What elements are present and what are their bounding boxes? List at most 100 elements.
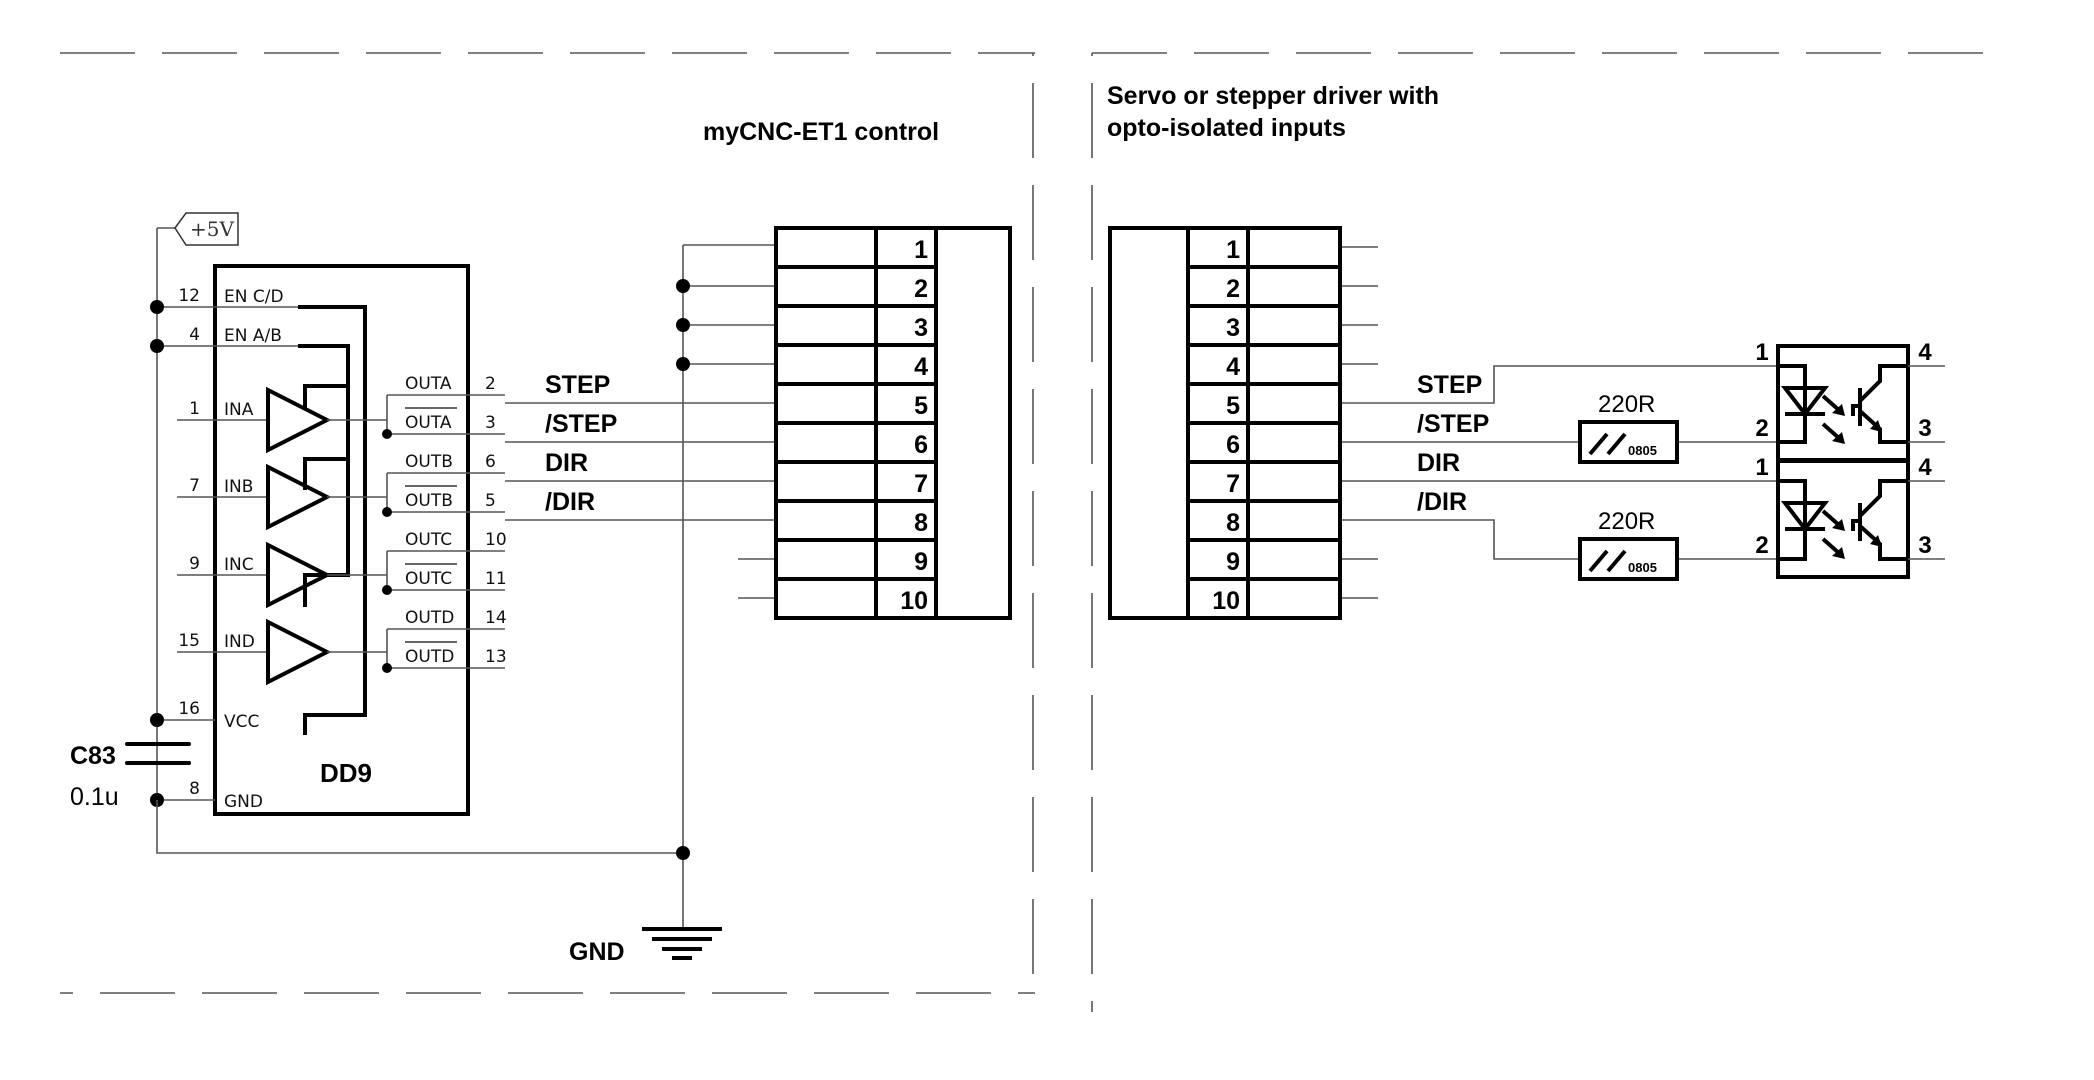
led-wire xyxy=(1778,479,1807,561)
emitter-wire xyxy=(1858,409,1908,444)
connector-pin-number: 3 xyxy=(914,314,928,342)
ic-pin-left: 4 EN A/B xyxy=(150,325,298,353)
pin-number: 4 xyxy=(189,325,200,345)
pin-number: 9 xyxy=(189,554,200,574)
ground-symbol-icon xyxy=(642,927,722,960)
pin-number: 14 xyxy=(485,608,507,628)
resistor-slash-icon xyxy=(1588,549,1609,573)
connector-pin-number: 10 xyxy=(900,587,928,615)
pin-name: INA xyxy=(224,400,254,420)
resistor-slash-icon xyxy=(1588,432,1609,456)
signal-label-left: DIR xyxy=(545,449,588,477)
connector-pin-number: 2 xyxy=(1226,275,1240,303)
ic-pin-left: 15 IND xyxy=(177,631,268,653)
resistor-220r: 220R 0805 xyxy=(1578,391,1679,464)
opto-pin-number: 4 xyxy=(1918,454,1932,481)
led-wire xyxy=(1778,364,1807,444)
ic-buffers xyxy=(266,305,468,735)
power-rail-5v: +5V xyxy=(156,212,239,800)
pin-name: VCC xyxy=(224,712,259,732)
pin-name: EN C/D xyxy=(224,287,284,307)
pin-number: 12 xyxy=(178,286,200,306)
driver-title-line2: opto-isolated inputs xyxy=(1107,114,1346,142)
connector-pin-number: 10 xyxy=(1212,587,1240,615)
resistor-package: 0805 xyxy=(1628,443,1657,458)
connector-pin-number: 9 xyxy=(1226,548,1240,576)
pin-number: 2 xyxy=(485,374,496,394)
connector-pin-number: 8 xyxy=(914,509,928,537)
connector-pin-number: 6 xyxy=(914,431,928,459)
transistor-base-hook xyxy=(1851,519,1860,531)
pin-number: 5 xyxy=(485,491,496,511)
pin-name: OUTA xyxy=(405,374,452,394)
emitter-wire xyxy=(1858,524,1908,561)
connector-pin-number: 1 xyxy=(914,236,928,264)
connector-pin-number: 4 xyxy=(914,353,928,381)
pin-number: 8 xyxy=(189,779,200,799)
emitter-arrow-icon xyxy=(1870,535,1882,547)
frame-right-section xyxy=(1091,52,2000,1012)
pin-name: OUTB xyxy=(405,491,453,511)
pin-name: EN A/B xyxy=(224,326,282,346)
capacitor-ref: C83 xyxy=(70,742,116,770)
transistor-base-hook xyxy=(1851,404,1860,416)
junction-dot xyxy=(676,318,690,332)
ndir-wire xyxy=(1340,519,1580,560)
pin-number: 15 xyxy=(178,631,200,651)
power-label: +5V xyxy=(190,217,234,241)
pin-name: OUTD xyxy=(405,647,454,667)
opto-pin-number: 1 xyxy=(1755,454,1768,481)
pin-name: IND xyxy=(224,632,255,652)
control-title: myCNC-ET1 control xyxy=(703,118,939,146)
opto-pin-number: 2 xyxy=(1755,415,1768,442)
inverter-bubble xyxy=(382,585,392,595)
pin-number: 16 xyxy=(178,699,200,719)
emitter-arrow-icon xyxy=(1870,420,1882,432)
signal-label-right: /STEP xyxy=(1417,410,1489,438)
resistor-slash-icon xyxy=(1606,549,1627,573)
capacitor-c83: C83 0.1u xyxy=(70,742,191,811)
pin-name: INC xyxy=(224,555,254,575)
pin-name: OUTC xyxy=(405,530,452,550)
light-arrow-head xyxy=(1832,432,1845,444)
pin-number: 1 xyxy=(189,399,200,419)
signal-label-right: DIR xyxy=(1417,449,1460,477)
ic-dd9: DD9 xyxy=(213,264,470,816)
resistor-value: 220R xyxy=(1598,391,1655,418)
signal-label-right: STEP xyxy=(1417,371,1482,399)
led-icon xyxy=(1780,386,1830,418)
inverter-bubble xyxy=(382,507,392,517)
connector-pin-number: 4 xyxy=(1226,353,1240,381)
connector-pin-number: 2 xyxy=(914,275,928,303)
resistor-value: 220R xyxy=(1598,508,1655,535)
opto-pin-number: 3 xyxy=(1918,415,1931,442)
resistor-body xyxy=(1578,420,1679,464)
junction-dot xyxy=(150,713,164,727)
inverter-bubble xyxy=(382,663,392,673)
pin-name: OUTB xyxy=(405,452,453,472)
junction-dot xyxy=(676,279,690,293)
pin-name: GND xyxy=(224,792,263,812)
ground-label: GND xyxy=(569,938,625,966)
ic-pin-right: 5 OUTB xyxy=(405,485,505,513)
collector-wire xyxy=(1858,364,1908,403)
led-icon xyxy=(1780,501,1830,533)
opto-pin-number: 1 xyxy=(1755,339,1768,366)
ic-pin-left: 1 INA xyxy=(177,399,268,421)
signal-label-right: /DIR xyxy=(1417,488,1467,516)
connector-pin-number: 6 xyxy=(1226,431,1240,459)
connector-pin-number: 1 xyxy=(1226,236,1240,264)
junction-dot xyxy=(150,300,164,314)
light-arrow-head xyxy=(1832,519,1845,531)
